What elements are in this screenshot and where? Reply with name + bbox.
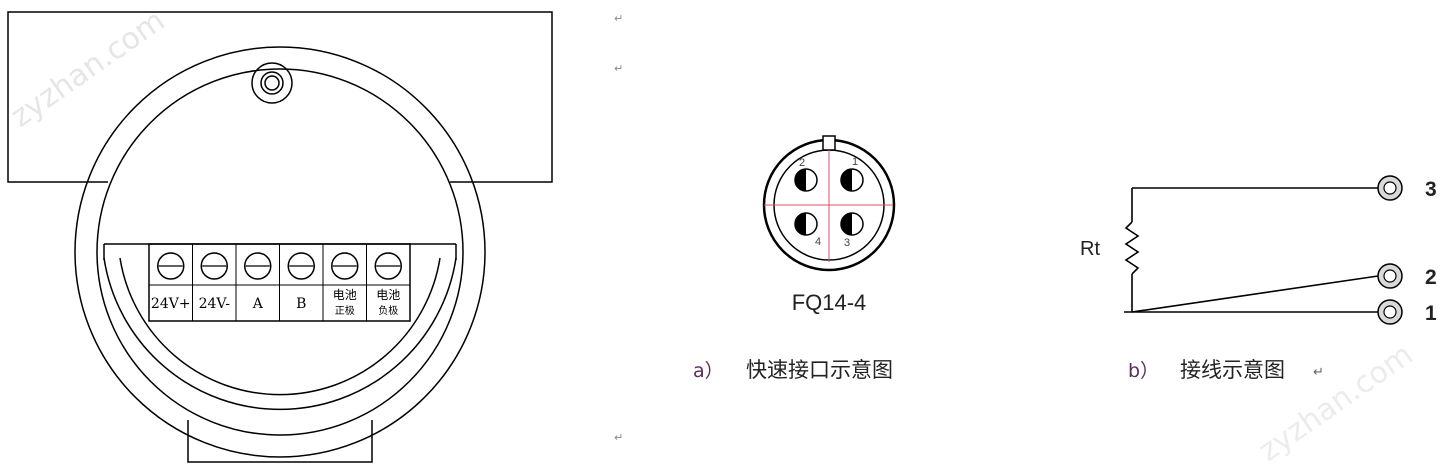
terminal-label: 电池: [333, 288, 357, 302]
watermark-left: zyzhan.com: [5, 3, 172, 135]
terminal-screw: [374, 252, 402, 280]
watermark-right: zyzhan.com: [1253, 337, 1420, 469]
terminal-sublabel: 正极: [335, 304, 355, 317]
terminal-label: A: [252, 296, 264, 312]
wiring-terminal-number: 2: [1425, 266, 1437, 289]
top-screw-outer: [251, 62, 293, 104]
connector-model-label: FQ14-4: [792, 290, 867, 315]
connector-pin-number: 1: [852, 156, 858, 168]
caption-a-text: 快速接口示意图: [746, 358, 893, 382]
paragraph-mark-3: ↵: [614, 431, 623, 444]
housing-outer-ring: [74, 46, 486, 458]
terminal-screw: [244, 252, 272, 280]
wiring-diagram: [1124, 187, 1379, 313]
terminal-screw: [200, 252, 228, 280]
connector-pin-number: 3: [844, 237, 850, 249]
housing-top-rect: [7, 11, 553, 183]
wiring-terminals: 3 2 1: [1377, 175, 1437, 325]
wire-2: [1131, 275, 1379, 313]
terminal-label: 24V+: [151, 296, 191, 312]
wiring-terminal-hole: [1383, 305, 1397, 319]
quick-connector: 2 1 4 3 FQ14-4: [762, 135, 896, 315]
terminal-label: 电池: [376, 288, 400, 302]
resistor-label: Rt: [1080, 238, 1100, 260]
top-screw-mid: [260, 71, 284, 95]
terminal-well-arc-outer: [103, 257, 457, 411]
terminal-screw: [157, 252, 185, 280]
resistor-rt: [1124, 221, 1140, 275]
caption-a-letter: a）: [693, 360, 724, 382]
terminal-sublabel: 负极: [378, 304, 398, 317]
connector-pin-half: [795, 213, 806, 235]
top-screw-inner: [264, 75, 280, 91]
wiring-terminal-hole: [1383, 181, 1397, 195]
connector-pin-half: [841, 169, 852, 191]
connector-key-notch: [822, 135, 836, 151]
connector-pin-half: [841, 213, 852, 235]
wiring-terminal-number: 1: [1425, 302, 1437, 325]
connector-pin-half: [795, 169, 806, 191]
connector-pins: 2 1 4 3: [794, 156, 864, 249]
wiring-terminal-hole: [1383, 269, 1397, 283]
connector-pin-number: 4: [815, 236, 821, 248]
housing-inner-ring: [96, 68, 464, 436]
caption-b-text: 接线示意图: [1180, 358, 1285, 382]
terminal-label: 24V-: [199, 296, 231, 312]
terminal-label: B: [296, 296, 306, 312]
wiring-terminal-number: 3: [1425, 178, 1437, 201]
caption-b-letter: b）: [1128, 360, 1159, 382]
connector-pin-number: 2: [799, 157, 805, 169]
terminal-screw: [331, 252, 359, 280]
terminal-screw: [287, 252, 315, 280]
terminal-well-arc-inner: [119, 257, 441, 396]
paragraph-mark-1: ↵: [614, 12, 623, 25]
paragraph-mark-caption-b: ↵: [1313, 365, 1324, 380]
paragraph-mark-2: ↵: [614, 62, 623, 75]
housing-bottom-stub: [187, 420, 373, 463]
